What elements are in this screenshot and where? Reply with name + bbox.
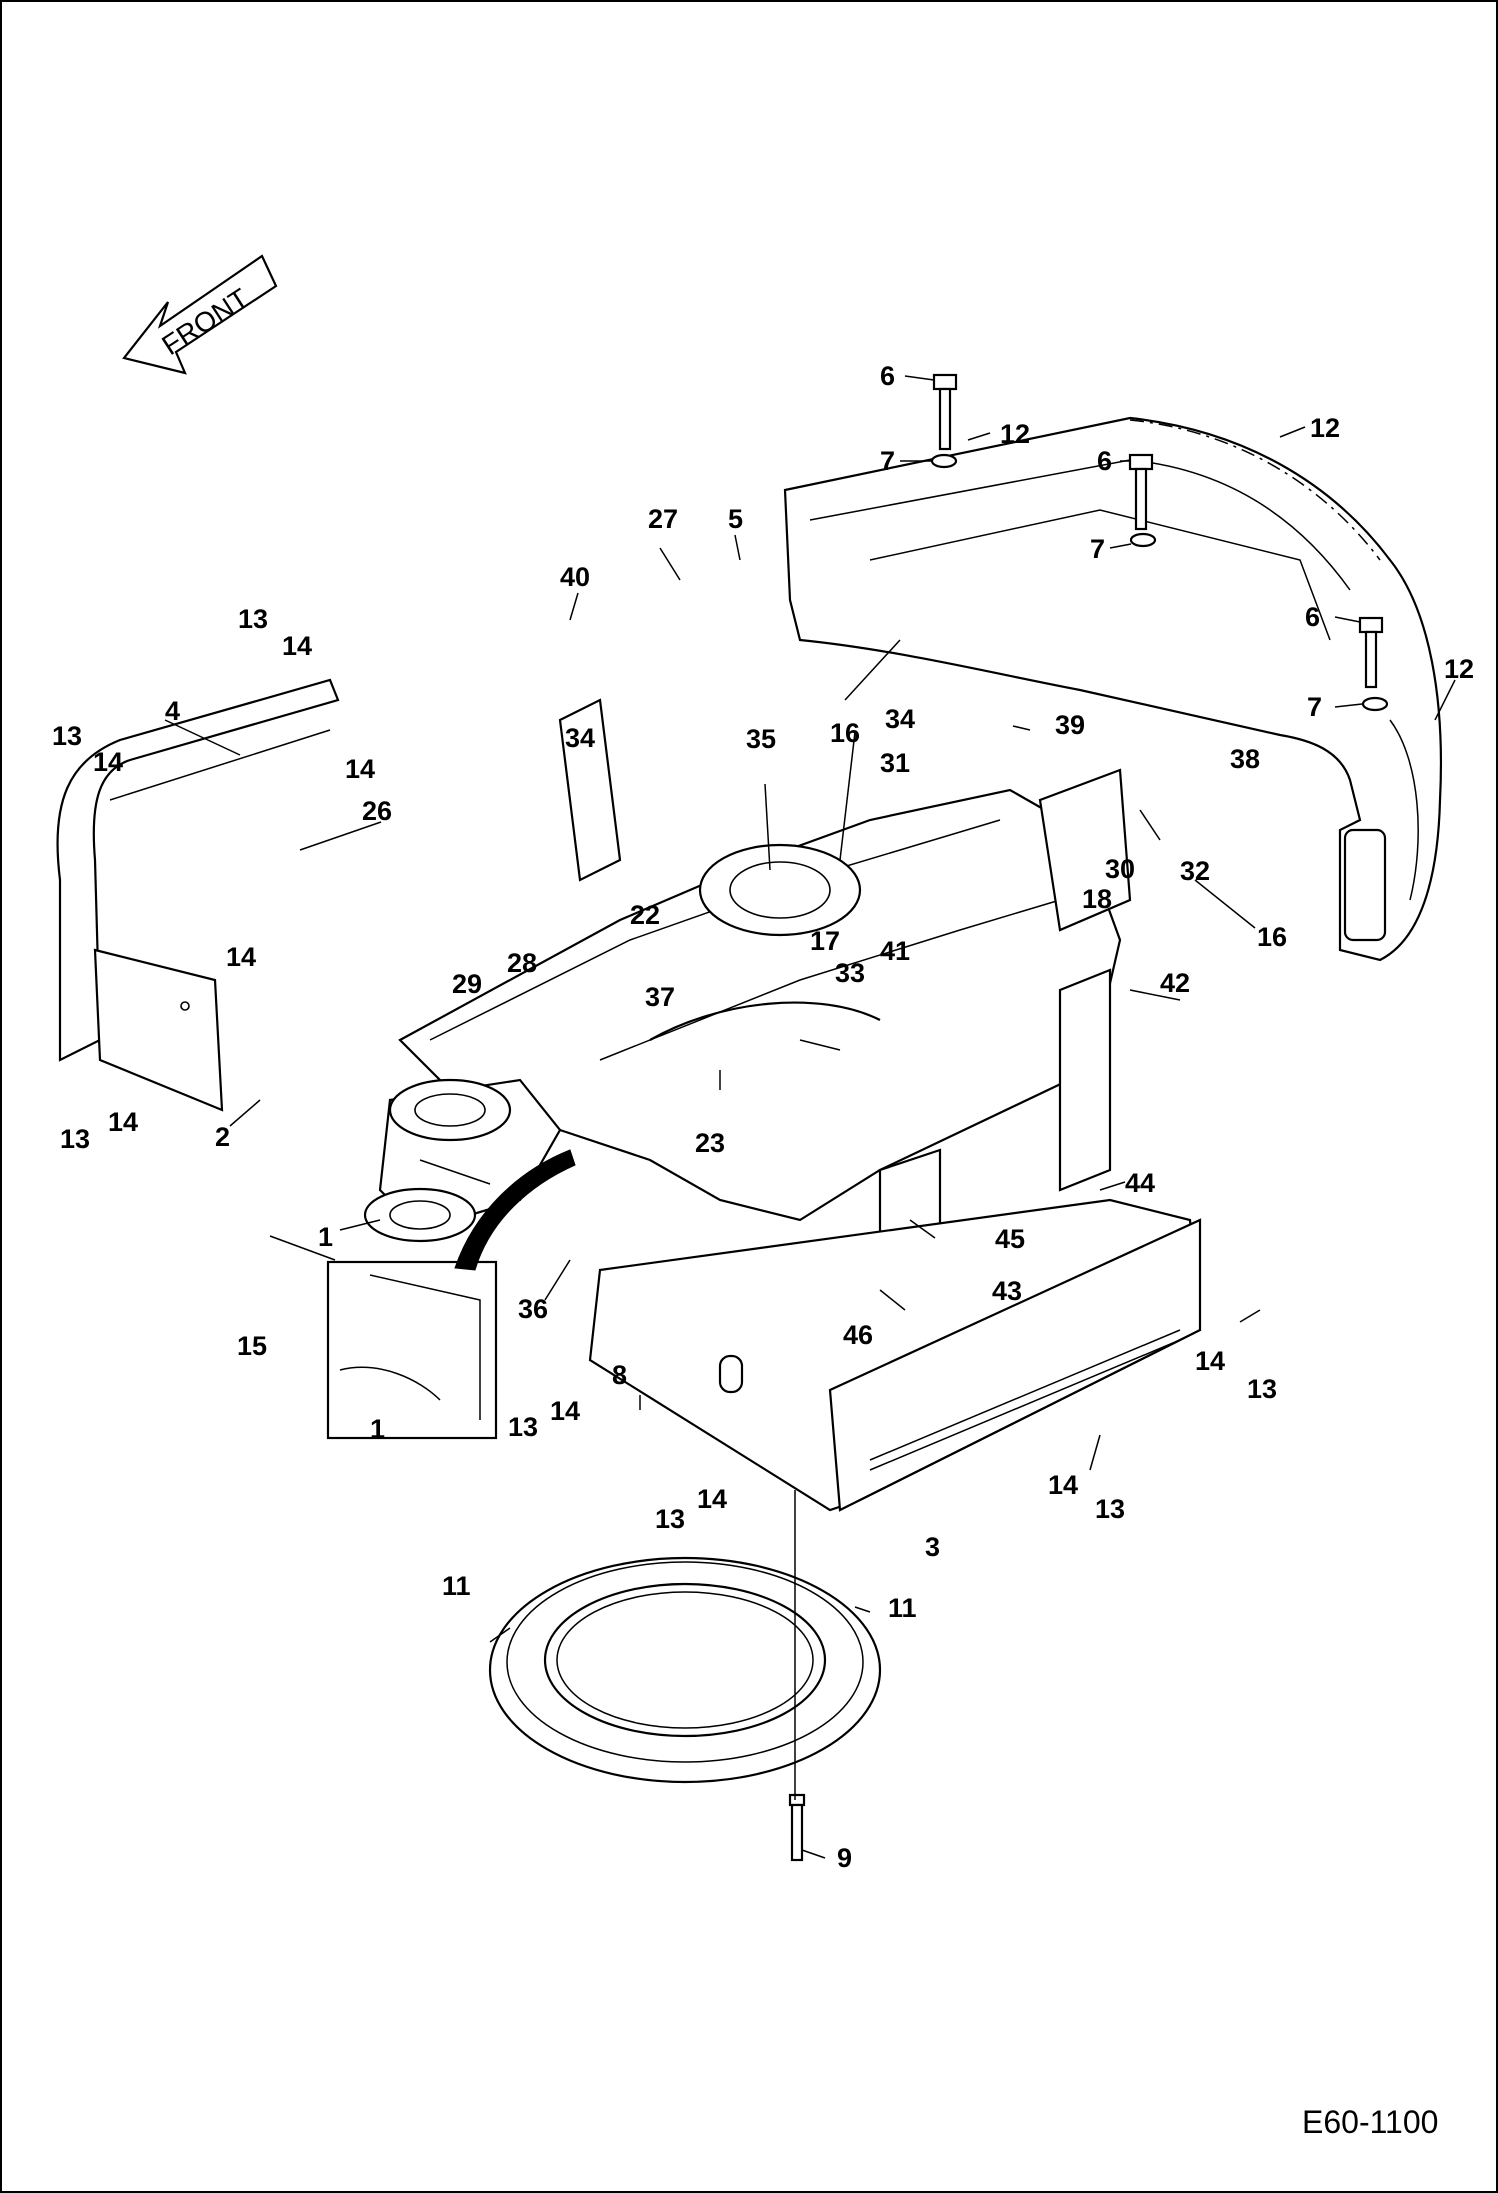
- callout-18: 18: [1082, 884, 1112, 914]
- callout-1-main: 1: [318, 1222, 333, 1252]
- counterweight: [783, 416, 1443, 962]
- callout-14-right-a: 14: [1195, 1346, 1225, 1376]
- callout-39: 39: [1055, 710, 1085, 740]
- leader-lines: [164, 375, 1456, 1859]
- drawing-code: E60-1100: [1302, 2104, 1438, 2140]
- callout-35: 35: [746, 724, 776, 754]
- callout-14-left: 14: [93, 747, 123, 777]
- callout-40: 40: [560, 562, 590, 592]
- callout-26: 26: [362, 796, 392, 826]
- callout-8: 8: [612, 1360, 627, 1390]
- callout-13-top-left: 13: [238, 604, 268, 634]
- callout-7-top: 7: [880, 446, 895, 476]
- callout-30: 30: [1105, 854, 1135, 884]
- callout-14-bottom-mid: 14: [697, 1484, 727, 1514]
- callout-1-inset: 1: [370, 1414, 385, 1444]
- callout-13-bottom-mid: 13: [655, 1504, 685, 1534]
- callout-12-top: 12: [1000, 419, 1030, 449]
- callout-14-top-left: 14: [282, 631, 312, 661]
- slewing-ring: [488, 1556, 882, 1784]
- callout-16-top: 16: [830, 718, 860, 748]
- callout-5: 5: [728, 504, 743, 534]
- callout-44: 44: [1125, 1168, 1155, 1198]
- callout-11-right: 11: [888, 1593, 917, 1623]
- callout-7-right: 7: [1307, 692, 1322, 722]
- callout-2: 2: [215, 1122, 230, 1152]
- callout-4: 4: [165, 696, 180, 726]
- callout-27: 27: [648, 504, 678, 534]
- callouts: 6 12 7 6 12 7 6 7 12 27 5 40 13 14 4 13 …: [52, 361, 1474, 1873]
- callout-29: 29: [452, 969, 482, 999]
- under-cover: [588, 1198, 1202, 1512]
- hardware: [788, 373, 1389, 1862]
- callout-13-left: 13: [52, 721, 82, 751]
- callout-13-right-a: 13: [1247, 1374, 1277, 1404]
- callout-12-right: 12: [1310, 413, 1340, 443]
- inset-detail: [326, 1260, 498, 1440]
- callout-32: 32: [1180, 856, 1210, 886]
- callout-15: 15: [237, 1331, 267, 1361]
- callout-6-mid: 6: [1097, 446, 1112, 476]
- callout-37: 37: [645, 982, 675, 1012]
- callout-14-inset-right: 14: [550, 1396, 580, 1426]
- callout-13-right-b: 13: [1095, 1494, 1125, 1524]
- boom-bracket: [363, 1078, 576, 1271]
- callout-13-bottom-left: 13: [60, 1124, 90, 1154]
- callout-14-left-inner: 14: [345, 754, 375, 784]
- callout-6-top: 6: [880, 361, 895, 391]
- callout-34-right: 34: [885, 704, 915, 734]
- callout-17: 17: [810, 926, 840, 956]
- callout-6-right: 6: [1305, 602, 1320, 632]
- callout-14-bottom-left: 14: [108, 1107, 138, 1137]
- front-arrow: FRONT: [122, 254, 278, 375]
- callout-46: 46: [843, 1320, 873, 1350]
- callout-34-left: 34: [565, 723, 595, 753]
- left-side-cover: [56, 678, 340, 1112]
- callout-36: 36: [518, 1294, 548, 1324]
- callout-7-mid: 7: [1090, 534, 1105, 564]
- callout-12-far-right: 12: [1444, 654, 1474, 684]
- callout-9: 9: [837, 1843, 852, 1873]
- callout-31: 31: [880, 748, 910, 778]
- callout-11-left: 11: [442, 1571, 471, 1601]
- callout-23: 23: [695, 1128, 725, 1158]
- callout-42: 42: [1160, 968, 1190, 998]
- callout-14-mid-left: 14: [226, 942, 256, 972]
- callout-41: 41: [880, 936, 910, 966]
- callout-28: 28: [507, 948, 537, 978]
- callout-33: 33: [835, 958, 865, 988]
- callout-22: 22: [630, 900, 660, 930]
- callout-45: 45: [995, 1224, 1025, 1254]
- callout-43: 43: [992, 1276, 1022, 1306]
- callout-13-inset-right: 13: [508, 1412, 538, 1442]
- callout-3: 3: [925, 1532, 940, 1562]
- callout-38: 38: [1230, 744, 1260, 774]
- callout-14-right-b: 14: [1048, 1470, 1078, 1500]
- callout-16-right: 16: [1257, 922, 1287, 952]
